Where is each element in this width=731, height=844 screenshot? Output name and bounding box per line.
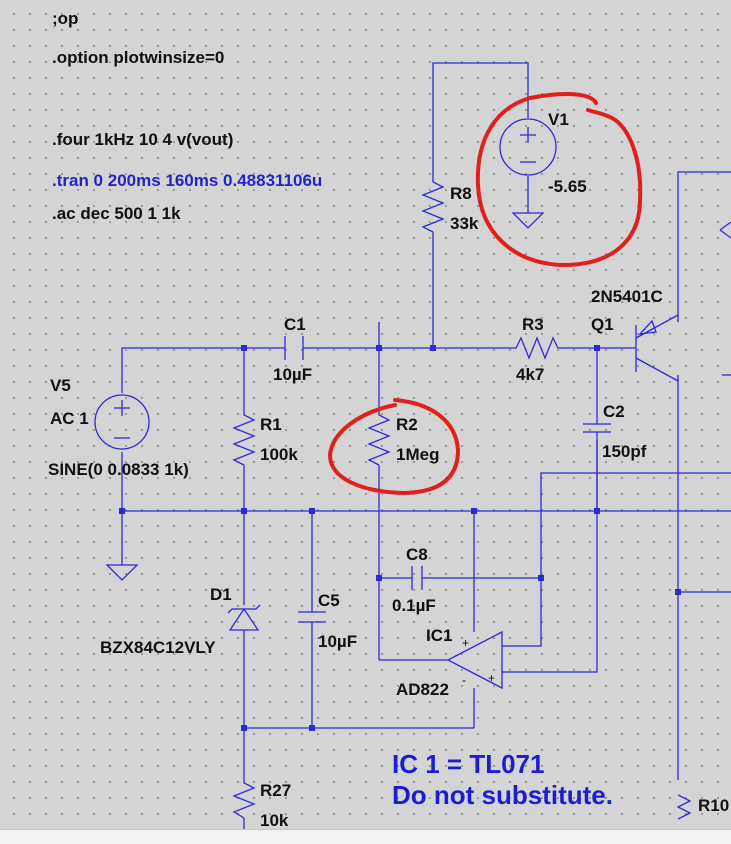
note-line-2[interactable]: Do not substitute. (392, 780, 613, 810)
c8-capacitor[interactable] (411, 566, 423, 590)
ground-icon (511, 212, 545, 229)
r3-name: R3 (522, 315, 544, 334)
q1-transistor[interactable] (635, 314, 679, 382)
ic1-pin-minus: - (462, 673, 466, 687)
ground-icon (105, 564, 139, 581)
c1-value: 10µF (273, 365, 312, 384)
r2-resistor[interactable] (367, 410, 391, 466)
c5-name: C5 (318, 591, 340, 610)
r2-name: R2 (396, 415, 418, 434)
highlight-circle-v1 (475, 91, 643, 268)
d1-model: BZX84C12VLY (100, 638, 216, 657)
q1-name: Q1 (591, 315, 614, 334)
v5-source[interactable] (94, 394, 150, 450)
r1-resistor[interactable] (232, 410, 256, 466)
v5-ac: AC 1 (50, 409, 89, 428)
directive-four[interactable]: .four 1kHz 10 4 v(vout) (52, 130, 233, 149)
v5-name: V5 (50, 376, 71, 395)
highlight-circle-r2 (327, 398, 461, 496)
c1-capacitor[interactable] (284, 336, 304, 360)
ic1-pin-plus: + (462, 636, 469, 650)
d1-diode[interactable] (227, 604, 261, 631)
directive-op[interactable]: ;op (52, 9, 78, 28)
ic1-pin-plus-2: + (488, 671, 495, 685)
ic1-name: IC1 (426, 626, 452, 645)
directive-tran[interactable]: .tran 0 200ms 160ms 0.48831106u (52, 171, 322, 190)
status-bar (0, 829, 731, 844)
r8-resistor[interactable] (421, 178, 445, 233)
v1-name: V1 (548, 110, 569, 129)
d1-name: D1 (210, 585, 232, 604)
r3-resistor[interactable] (512, 336, 562, 360)
r8-value: 33k (450, 214, 479, 233)
r27-name: R27 (260, 781, 291, 800)
c2-name: C2 (603, 402, 625, 421)
c2-capacitor[interactable] (583, 423, 611, 511)
c2-value: 150pf (602, 442, 647, 461)
c5-value: 10µF (318, 632, 357, 651)
c8-name: C8 (406, 545, 428, 564)
r1-value: 100k (260, 445, 298, 464)
ic1-model: AD822 (396, 680, 449, 699)
r8-name: R8 (450, 184, 472, 203)
r1-name: R1 (260, 415, 282, 434)
r27-resistor[interactable] (232, 778, 256, 819)
wires (121, 62, 731, 830)
c5-capacitor[interactable] (298, 611, 326, 623)
note-line-1[interactable]: IC 1 = TL071 (392, 749, 544, 779)
v1-source[interactable] (499, 118, 557, 176)
c1-name: C1 (284, 315, 306, 334)
r2-value: 1Meg (396, 445, 439, 464)
r27-value: 10k (260, 811, 289, 830)
r3-value: 4k7 (516, 365, 544, 384)
v5-sine: SINE(0 0.0833 1k) (48, 460, 189, 479)
v1-value: -5.65 (548, 177, 587, 196)
r10-name: R10 (698, 796, 729, 815)
c8-value: 0.1µF (392, 596, 436, 615)
directive-ac[interactable]: .ac dec 500 1 1k (52, 204, 181, 223)
q1-model: 2N5401C (591, 287, 663, 306)
ic1-opamp[interactable] (446, 630, 503, 690)
directive-option[interactable]: .option plotwinsize=0 (52, 48, 224, 67)
